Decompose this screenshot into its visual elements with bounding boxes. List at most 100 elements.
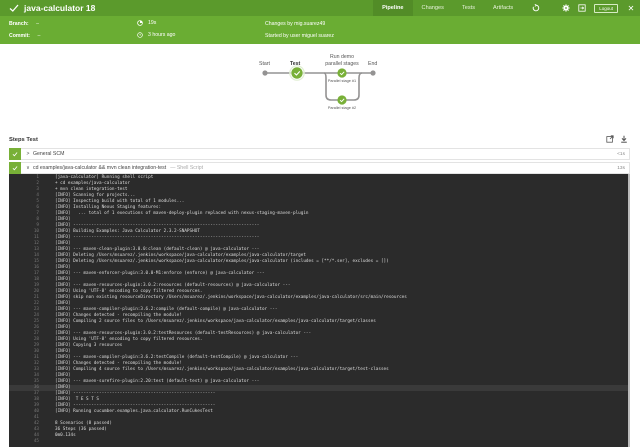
logout-button[interactable]: Logout xyxy=(594,3,618,13)
log-text: [INFO] ---------------------------------… xyxy=(55,223,260,228)
line-number[interactable]: 7 xyxy=(36,211,39,216)
log-text: [INFO] --- maven-enforcer-plugin:3.0.0-M… xyxy=(55,271,265,276)
line-number[interactable]: 2 xyxy=(36,181,39,186)
tab-artifacts[interactable]: Artifacts xyxy=(493,5,514,11)
close-icon[interactable]: ✕ xyxy=(627,3,635,13)
open-in-new-icon[interactable] xyxy=(606,135,614,143)
line-number[interactable]: 33 xyxy=(33,367,39,372)
parallel-stage-1-label[interactable]: Parallel stage #1 xyxy=(327,79,357,83)
line-number[interactable]: 25 xyxy=(33,319,39,324)
line-number[interactable]: 11 xyxy=(33,235,39,240)
line-number[interactable]: 15 xyxy=(33,259,39,264)
line-number[interactable]: 18 xyxy=(33,277,39,282)
log-line: 7[INFO] ... total of 1 executions of mav… xyxy=(9,211,628,217)
log-text: [INFO] ---------------------------------… xyxy=(55,391,216,396)
page-title: java-calculator 18 xyxy=(24,3,96,13)
line-number[interactable]: 10 xyxy=(33,229,39,234)
line-number[interactable]: 5 xyxy=(36,199,39,204)
log-text: 0m0.134s xyxy=(55,433,76,438)
line-number[interactable]: 14 xyxy=(33,253,39,258)
line-number[interactable]: 36 xyxy=(33,385,39,390)
parallel-stage-2-label[interactable]: Parallel stage #2 xyxy=(327,106,357,110)
line-number[interactable]: 17 xyxy=(33,271,39,276)
line-number[interactable]: 34 xyxy=(33,373,39,378)
log-line: 44 0m0.134s xyxy=(9,433,628,439)
chevron-right-icon[interactable]: > xyxy=(26,151,30,157)
line-number[interactable]: 38 xyxy=(33,397,39,402)
log-line: 29[INFO] Copying 3 resources xyxy=(9,343,628,349)
rerun-icon[interactable] xyxy=(522,0,550,16)
tab-tests[interactable]: Tests xyxy=(461,5,476,11)
log-line: 12 [INFO] xyxy=(9,241,628,247)
step-row-general-scm[interactable]: > General SCM <1s xyxy=(9,148,630,160)
step-row-shell-script[interactable]: ∨ cd examples/java-calculator && mvn cle… xyxy=(9,162,630,174)
tab-pipeline[interactable]: Pipeline xyxy=(373,0,413,16)
line-number[interactable]: 19 xyxy=(33,283,39,288)
log-line: 5[INFO] Inspecting build with total of 1… xyxy=(9,199,628,205)
log-line: 21[INFO] skip non existing resourceDirec… xyxy=(9,295,628,301)
step-duration: <1s xyxy=(617,151,625,157)
log-line: 33[INFO] Compiling 4 source files to /Us… xyxy=(9,367,628,373)
line-number[interactable]: 41 xyxy=(33,415,39,420)
download-icon[interactable] xyxy=(620,135,628,143)
stage-parallel-label[interactable]: Run demo parallel stages xyxy=(322,54,362,67)
line-number[interactable]: 12 xyxy=(33,241,39,246)
line-number[interactable]: 30 xyxy=(33,349,39,354)
log-line: 3+ mvn clean integration-test xyxy=(9,187,628,193)
line-number[interactable]: 26 xyxy=(33,325,39,330)
log-line: 4 [INFO] Scanning for projects... xyxy=(9,193,628,199)
line-number[interactable]: 1 xyxy=(36,175,39,180)
log-text: [INFO] Compiling 2 source files to /User… xyxy=(55,319,376,324)
log-line: 15[INFO] Deleting /Users/msuarez/.jenkin… xyxy=(9,259,628,265)
line-number[interactable]: 45 xyxy=(33,439,39,444)
line-number[interactable]: 35 xyxy=(33,379,39,384)
branch-row: Branch: – xyxy=(9,21,39,27)
line-number[interactable]: 43 xyxy=(33,427,39,432)
line-number[interactable]: 39 xyxy=(33,403,39,408)
log-text: [INFO] --- maven-resources-plugin:3.0.2:… xyxy=(55,331,312,336)
line-number[interactable]: 37 xyxy=(33,391,39,396)
line-number[interactable]: 4 xyxy=(36,193,39,198)
log-line: 11[INFO] -------------------------------… xyxy=(9,235,628,241)
commit-value: – xyxy=(37,33,41,39)
tab-changes[interactable]: Changes xyxy=(421,5,444,11)
line-number[interactable]: 16 xyxy=(33,265,39,270)
stage-test-label[interactable]: Test xyxy=(290,61,301,67)
line-number[interactable]: 28 xyxy=(33,337,39,342)
branch-label: Branch: xyxy=(9,21,29,27)
line-number[interactable]: 44 xyxy=(33,433,39,438)
line-number[interactable]: 32 xyxy=(33,361,39,366)
log-line: 35[INFO] --- maven-surefire-plugin:2.20:… xyxy=(9,379,628,385)
line-number[interactable]: 27 xyxy=(33,331,39,336)
log-line: 26[INFO] xyxy=(9,325,628,331)
pipeline-graph: Start Test Run demo parallel stages End … xyxy=(240,48,400,118)
log-line: 13[INFO] --- maven-clean-plugin:3.0.0:cl… xyxy=(9,247,628,253)
stage-start-label: Start xyxy=(259,61,270,67)
line-number[interactable]: 8 xyxy=(36,217,39,222)
line-number[interactable]: 21 xyxy=(33,295,39,300)
line-number[interactable]: 42 xyxy=(33,421,39,426)
log-text: [INFO] Scanning for projects... xyxy=(55,193,136,198)
line-number[interactable]: 24 xyxy=(33,313,39,318)
line-number[interactable]: 9 xyxy=(36,223,39,228)
gear-icon[interactable] xyxy=(558,0,574,16)
line-number[interactable]: 20 xyxy=(33,289,39,294)
line-number[interactable]: 31 xyxy=(33,355,39,360)
line-number[interactable]: 3 xyxy=(36,187,39,192)
line-number[interactable]: 22 xyxy=(33,301,39,306)
line-number[interactable]: 13 xyxy=(33,247,39,252)
chevron-down-icon[interactable]: ∨ xyxy=(26,165,30,171)
open-classic-icon[interactable] xyxy=(574,0,590,16)
log-line: 17 [INFO] --- maven-enforcer-plugin:3.0.0… xyxy=(9,271,628,277)
line-number[interactable]: 29 xyxy=(33,343,39,348)
commit-label: Commit: xyxy=(9,33,31,39)
line-number[interactable]: 6 xyxy=(36,205,39,210)
log-line: 31[INFO] --- maven-compiler-plugin:3.6.2… xyxy=(9,355,628,361)
line-number[interactable]: 23 xyxy=(33,307,39,312)
log-text: [INFO] xyxy=(55,241,71,246)
line-number[interactable]: 40 xyxy=(33,409,39,414)
check-icon xyxy=(12,152,18,157)
